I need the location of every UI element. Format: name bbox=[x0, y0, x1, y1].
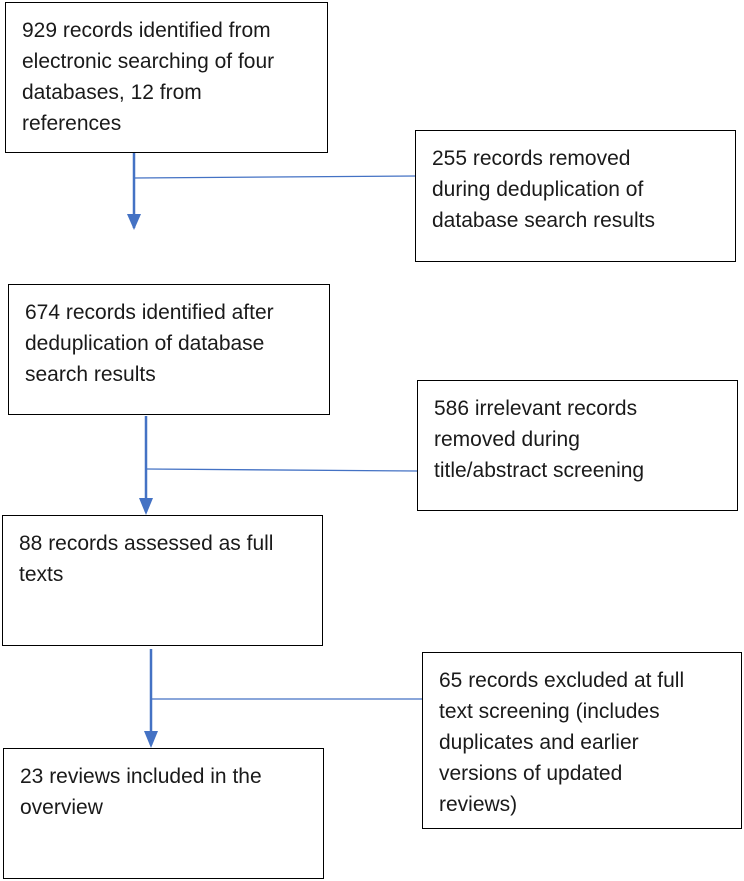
branch-line-1 bbox=[133, 175, 417, 179]
deduplicated-records-box: 674 records identified after deduplicati… bbox=[8, 284, 330, 415]
duplicates-removed-box: 255 records removed during deduplication… bbox=[415, 130, 736, 262]
arrowhead-1 bbox=[127, 214, 141, 230]
title-abstract-excluded-box: 586 irrelevant records removed during ti… bbox=[417, 380, 738, 511]
arrowhead-3 bbox=[144, 731, 158, 748]
arrowhead-2 bbox=[139, 498, 153, 515]
reviews-included-box: 23 reviews included in the overview bbox=[3, 748, 324, 879]
full-text-assessed-box: 88 records assessed as full texts bbox=[2, 515, 323, 646]
records-identified-box: 929 records identified from electronic s… bbox=[5, 2, 328, 153]
branch-line-2 bbox=[145, 468, 418, 472]
full-text-excluded-box: 65 records excluded at full text screeni… bbox=[422, 652, 742, 829]
